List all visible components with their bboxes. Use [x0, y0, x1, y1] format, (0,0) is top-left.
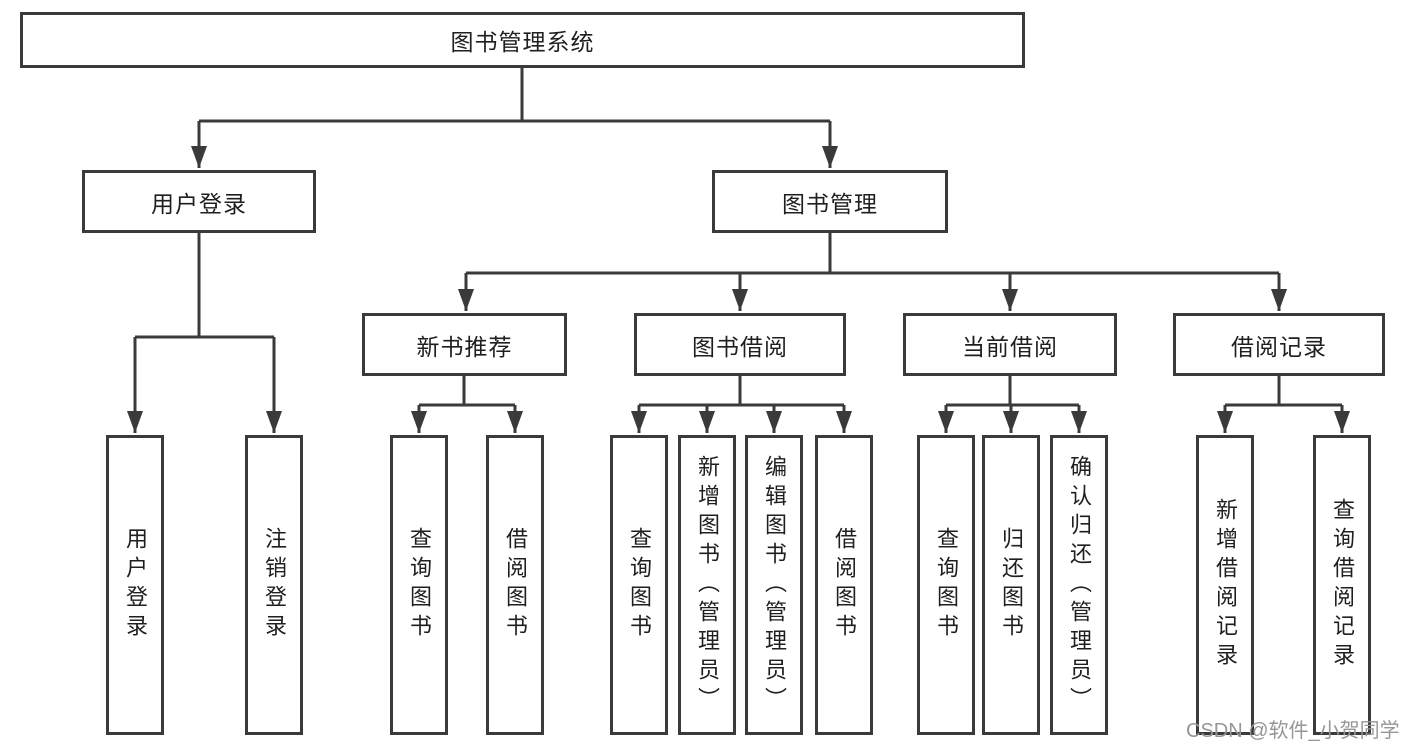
leaf-bb-borrow-books: 借阅图书	[815, 435, 873, 735]
leaf-cb-confirm-return: 确认归还（管理员）	[1050, 435, 1108, 735]
leaf-cb-return-book: 归还图书	[982, 435, 1040, 735]
node-book-borrow: 图书借阅	[634, 313, 846, 376]
leaf-rec-query-books: 查询图书	[390, 435, 448, 735]
watermark: CSDN @软件_小贺同学	[1186, 720, 1400, 742]
connector-trunks	[135, 68, 1342, 407]
node-borrow-records: 借阅记录	[1173, 313, 1385, 376]
node-current-borrow: 当前借阅	[903, 313, 1117, 376]
leaf-user-login: 用户登录	[106, 435, 164, 735]
leaf-rec-borrow-books: 借阅图书	[486, 435, 544, 735]
leaf-bb-add-book: 新增图书（管理员）	[678, 435, 736, 735]
leaf-bb-query-books: 查询图书	[610, 435, 668, 735]
leaf-bb-edit-book: 编辑图书（管理员）	[745, 435, 803, 735]
node-book-management: 图书管理	[712, 170, 948, 233]
leaf-logout: 注销登录	[245, 435, 303, 735]
leaf-cb-query-books: 查询图书	[917, 435, 975, 735]
node-user-login: 用户登录	[82, 170, 316, 233]
node-root: 图书管理系统	[20, 12, 1025, 68]
node-new-book-recommend: 新书推荐	[362, 313, 567, 376]
leaf-br-query-record: 查询借阅记录	[1313, 435, 1371, 735]
leaf-br-add-record: 新增借阅记录	[1196, 435, 1254, 735]
